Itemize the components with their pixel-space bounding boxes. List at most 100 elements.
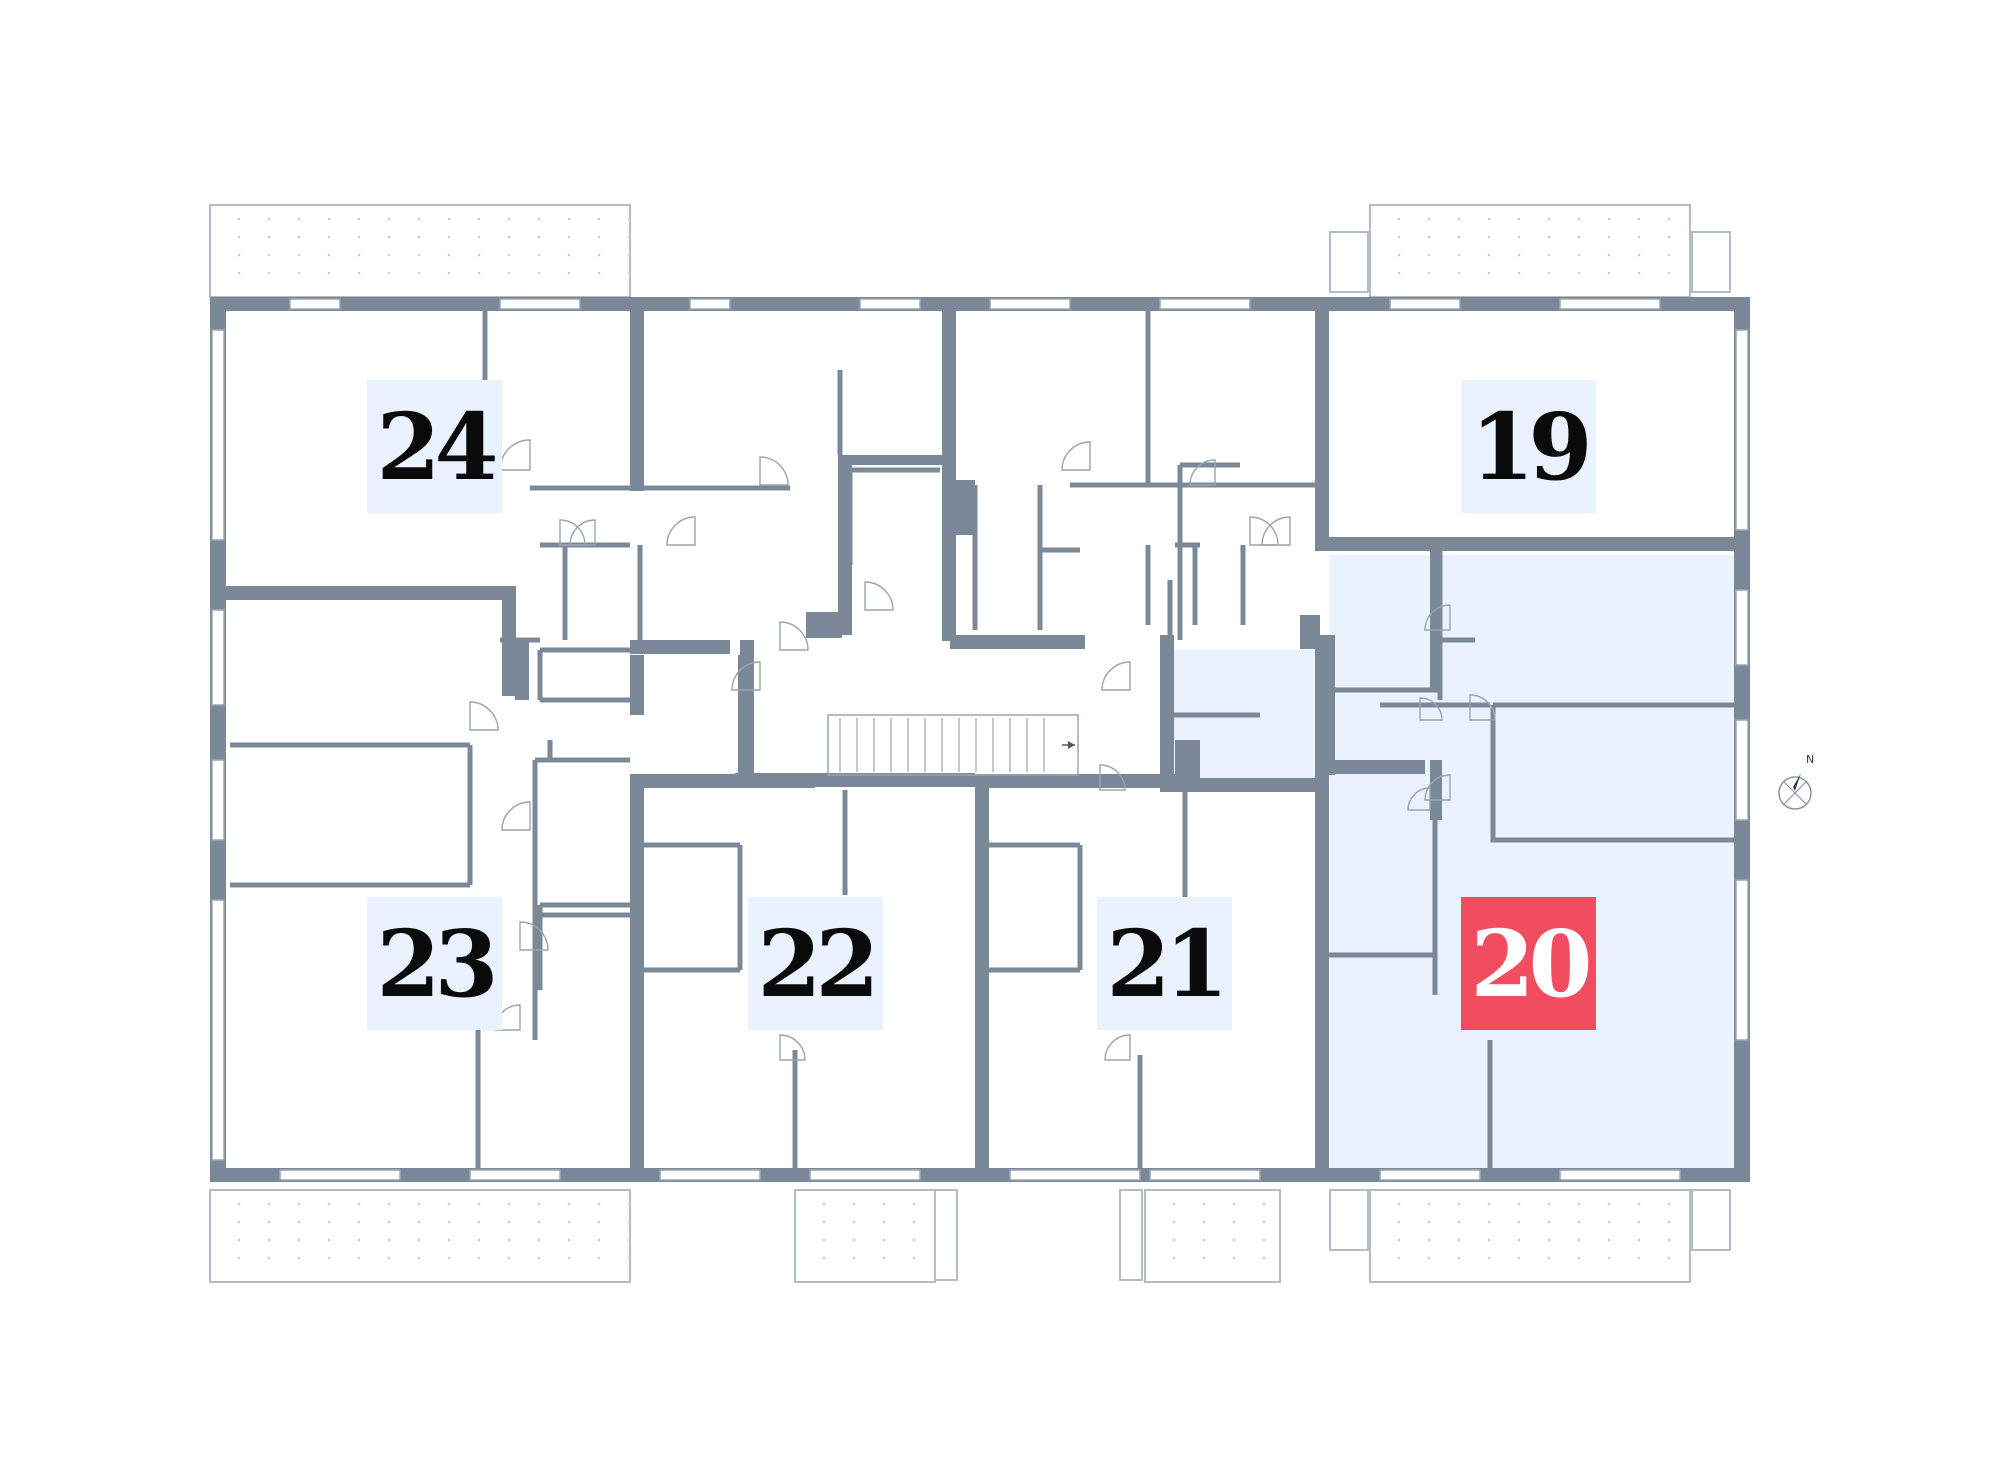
balcony-dot <box>567 1220 571 1224</box>
balcony-dot <box>567 217 571 221</box>
balcony-dot <box>1202 1220 1206 1224</box>
balcony-dot <box>297 217 301 221</box>
balcony-dot <box>507 1256 511 1260</box>
balcony-dot <box>1457 235 1461 239</box>
balcony-dot <box>597 271 601 275</box>
balcony-dot <box>567 235 571 239</box>
balcony-dot <box>537 1202 541 1206</box>
balcony-dot <box>1397 1220 1401 1224</box>
door-swing <box>1261 516 1291 546</box>
door-swing <box>731 661 761 691</box>
staircase <box>827 714 1079 776</box>
compass-north-label: N <box>1806 753 1814 766</box>
balcony-dot <box>852 1238 856 1242</box>
balcony-dot <box>417 253 421 257</box>
balcony-dot <box>1427 235 1431 239</box>
balcony-dot <box>297 271 301 275</box>
balcony-dot <box>627 235 631 239</box>
balcony-dot <box>417 1202 421 1206</box>
balcony-dot <box>297 1220 301 1224</box>
balcony-dot <box>327 217 331 221</box>
balcony-dot <box>357 271 361 275</box>
balcony-dot <box>1427 253 1431 257</box>
balcony-dot <box>1667 1256 1671 1260</box>
balcony-dot <box>447 217 451 221</box>
balcony-dot <box>1457 253 1461 257</box>
balcony-dot <box>1607 217 1611 221</box>
unit-label-22[interactable]: 22 <box>748 897 883 1030</box>
door-swing <box>1104 1034 1131 1061</box>
door-swing <box>1099 764 1126 791</box>
balcony-dot <box>912 1220 916 1224</box>
balcony-dot <box>537 1238 541 1242</box>
balcony-dot <box>567 1202 571 1206</box>
balcony-dot <box>477 235 481 239</box>
balcony-dot <box>237 271 241 275</box>
balcony-dot <box>537 1220 541 1224</box>
balcony-dot <box>1517 1256 1521 1260</box>
balcony-dot <box>327 271 331 275</box>
balcony-dot <box>567 253 571 257</box>
balcony-dot <box>1172 1256 1176 1260</box>
balcony-dot <box>597 253 601 257</box>
balcony-dot <box>1427 1202 1431 1206</box>
balcony-dot <box>1517 271 1521 275</box>
balcony-dot <box>597 1220 601 1224</box>
balcony-dot <box>822 1220 826 1224</box>
balcony-dot <box>1547 217 1551 221</box>
unit-label-24[interactable]: 24 <box>367 380 502 513</box>
balcony-dot <box>447 271 451 275</box>
balcony-dot <box>1262 1238 1266 1242</box>
balcony-dot <box>1547 1256 1551 1260</box>
balcony-dot <box>327 235 331 239</box>
balcony-dot <box>237 1220 241 1224</box>
balcony-dot <box>1607 271 1611 275</box>
unit-label-23[interactable]: 23 <box>367 897 502 1030</box>
balcony-dot <box>267 1202 271 1206</box>
balcony-dot <box>1457 1238 1461 1242</box>
balcony-dot <box>1577 217 1581 221</box>
balcony-dot <box>537 235 541 239</box>
balcony-dot <box>1172 1220 1176 1224</box>
windows <box>211 298 1749 1181</box>
unit-label-20[interactable]: 20 <box>1461 897 1596 1030</box>
balcony-dot <box>237 1256 241 1260</box>
interior-walls <box>226 311 1735 1168</box>
balcony-dot <box>1397 1238 1401 1242</box>
balcony-dot <box>1487 235 1491 239</box>
balcony-dot <box>447 1202 451 1206</box>
unit-label-19[interactable]: 19 <box>1461 380 1596 513</box>
balcony-dot <box>1637 235 1641 239</box>
balcony-dot <box>1607 1256 1611 1260</box>
balcony-dot <box>387 253 391 257</box>
balcony-dot <box>1172 1238 1176 1242</box>
balcony-dot <box>1487 217 1491 221</box>
balcony-dot <box>912 1202 916 1206</box>
balcony-dot <box>1547 235 1551 239</box>
door-swing <box>501 801 531 831</box>
balcony-dot <box>627 1220 631 1224</box>
balcony-dot <box>597 217 601 221</box>
balcony-dot <box>627 253 631 257</box>
balcony-dot <box>327 1202 331 1206</box>
balcony-dot <box>477 1202 481 1206</box>
balcony-dot <box>477 1256 481 1260</box>
balcony-dot <box>1262 1220 1266 1224</box>
balcony-dot <box>447 253 451 257</box>
balcony-dot <box>1397 271 1401 275</box>
balcony-dot <box>387 217 391 221</box>
balcony-dot <box>597 235 601 239</box>
door-swing <box>499 439 531 471</box>
balcony-dot <box>1427 1220 1431 1224</box>
door-swing <box>1419 697 1443 721</box>
balcony-dot <box>1487 1220 1491 1224</box>
unit-label-21[interactable]: 21 <box>1097 897 1232 1030</box>
balcony-dot <box>1637 1220 1641 1224</box>
balcony-dot <box>882 1256 886 1260</box>
balcony-dot <box>507 253 511 257</box>
balcony-dot <box>417 217 421 221</box>
balcony-dot <box>507 235 511 239</box>
balcony-dot <box>1607 1202 1611 1206</box>
balcony-dot <box>1607 1220 1611 1224</box>
unit-20-highlight <box>1165 555 1735 1175</box>
